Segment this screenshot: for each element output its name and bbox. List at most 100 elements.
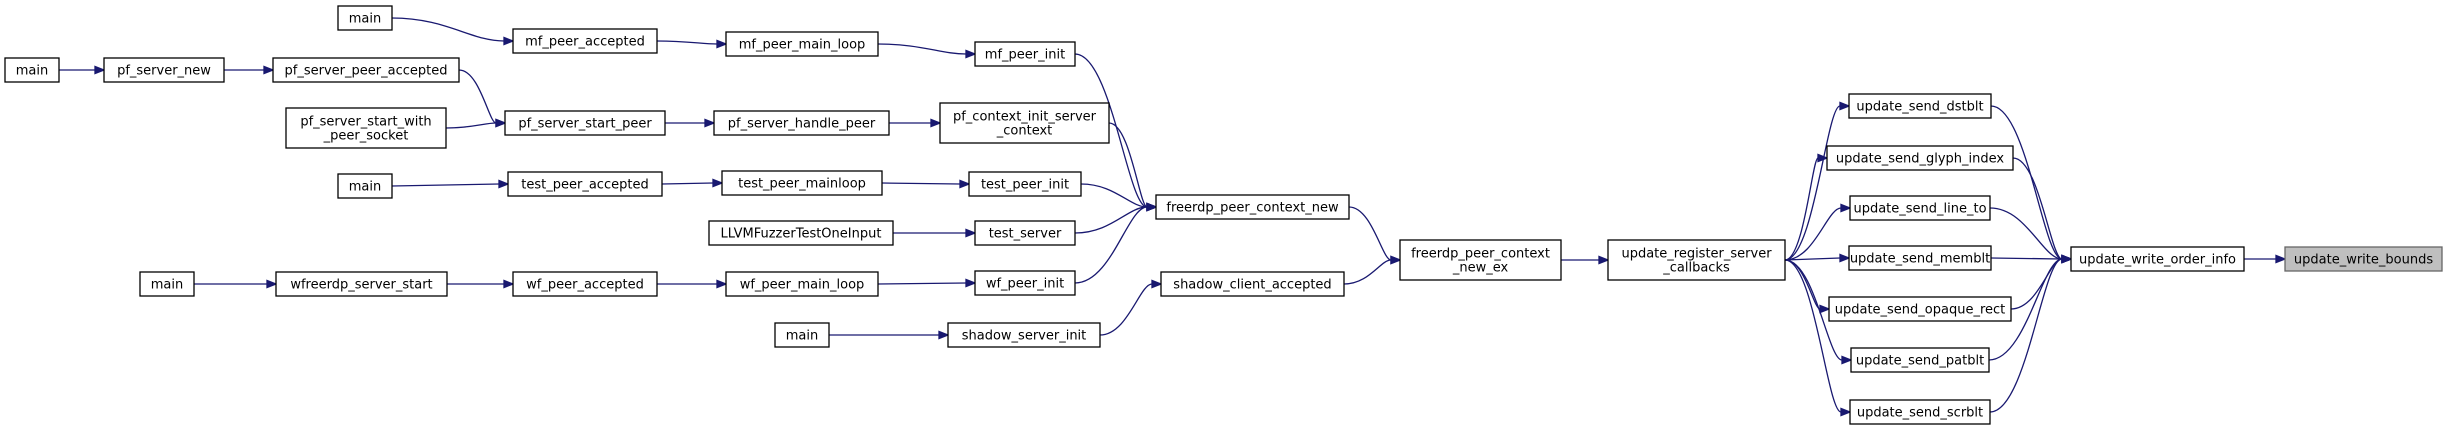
node-label: pf_server_start_peer [518,117,652,132]
node-main-test[interactable]: main [337,173,393,199]
node-update-send-memblt[interactable]: update_send_memblt [1848,245,1992,271]
edge-line [445,122,497,129]
edge-arrowhead [1598,255,1610,265]
edge-pf-server-start-with-peer-socket-to-pf-server-start-peer [445,118,507,129]
edge-line [1108,122,1148,208]
node-box [337,5,393,31]
edge-arrowhead [1839,101,1851,111]
node-label: mf_peer_init [985,48,1065,63]
edge-line [881,182,961,185]
node-label: update_write_order_info [2079,253,2236,268]
edge-line [1074,53,1148,208]
edge-wf-peer-init-to-freerdp-peer-context-new [1074,202,1158,284]
node-label: update_register_server [1621,247,1772,262]
node-test-peer-mainloop[interactable]: test_peer_mainloop [721,170,883,196]
node-pf-context-init-server-context[interactable]: pf_context_init_server_context [939,102,1110,144]
node-label: _callbacks [1662,261,1730,276]
node-box [103,57,225,83]
node-pf-server-start-with-peer-socket[interactable]: pf_server_start_with_peer_socket [285,107,447,149]
node-shadow-server-init[interactable]: shadow_server_init [947,322,1101,348]
node-label: update_send_dstblt [1856,100,1983,115]
node-test-server[interactable]: test_server [974,220,1076,246]
node-wfreerdp-server-start[interactable]: wfreerdp_server_start [275,271,448,297]
edge-line [1784,259,1843,361]
node-label: test_server [989,227,1062,242]
node-box [1848,245,1992,271]
edge-arrowhead [716,279,728,289]
node-test-peer-accepted[interactable]: test_peer_accepted [507,171,663,197]
edge-arrowhead [1840,407,1852,417]
edge-update-write-order-info-to-update-write-bounds [2244,254,2287,264]
node-box [1155,194,1350,220]
call-nodes: update_write_bounds update_write_order_in… [4,5,2443,425]
node-box [974,41,1076,67]
node-label: main [349,180,381,195]
node-update-write-bounds[interactable]: update_write_bounds [2284,246,2443,272]
node-update-send-glyph-index[interactable]: update_send_glyph_index [1826,145,2014,171]
edge-arrowhead [503,36,515,46]
node-box [939,102,1110,144]
edge-line [1989,258,2063,413]
node-mf-peer-accepted[interactable]: mf_peer_accepted [512,28,658,54]
node-label: wf_peer_main_loop [740,278,865,293]
node-main-shadow[interactable]: main [774,322,830,348]
node-pf-server-handle-peer[interactable]: pf_server_handle_peer [713,110,890,136]
node-shadow-client-accepted[interactable]: shadow_client_accepted [1160,271,1345,297]
node-update-send-dstblt[interactable]: update_send_dstblt [1848,93,1992,119]
node-label: _peer_socket [323,129,409,144]
edge-update-register-server-callbacks-to-update-send-line-to [1784,203,1852,261]
node-label: freerdp_peer_context_new [1166,201,1339,216]
node-mf-peer-init[interactable]: mf_peer_init [974,41,1076,67]
edge-line [1099,283,1153,336]
edge-arrowhead [503,279,515,289]
node-wf-peer-init[interactable]: wf_peer_init [974,270,1076,296]
node-pf-server-peer-accepted[interactable]: pf_server_peer_accepted [272,57,460,83]
node-label: wf_peer_init [986,277,1064,292]
node-box [139,271,195,297]
edge-update-send-scrblt-to-update-write-order-info [1989,254,2073,413]
edge-pf-server-handle-peer-to-pf-context-init-server-context [889,118,942,128]
node-label: _context [996,124,1053,139]
edge-arrowhead [498,179,510,189]
edge-freerdp-peer-context-new-to-freerdp-peer-context-new-ex [1348,206,1402,265]
edge-arrowhead [266,279,278,289]
node-update-send-line-to[interactable]: update_send_line_to [1849,195,1991,221]
node-pf-server-start-peer[interactable]: pf_server_start_peer [504,110,666,136]
edge-arrowhead [712,178,724,188]
node-update-send-scrblt[interactable]: update_send_scrblt [1849,399,1991,425]
node-freerdp-peer-context-new-ex[interactable]: freerdp_peer_context_new_ex [1399,239,1562,281]
node-main-wf[interactable]: main [139,271,195,297]
node-test-peer-init[interactable]: test_peer_init [968,171,1082,197]
node-llvm-fuzzer[interactable]: LLVMFuzzerTestOneInput [708,220,894,246]
node-box [974,270,1076,296]
node-mf-peer-main-loop[interactable]: mf_peer_main_loop [725,31,879,57]
node-update-send-patblt[interactable]: update_send_patblt [1850,347,1990,373]
node-pf-server-new[interactable]: pf_server_new [103,57,225,83]
node-main-pf[interactable]: main [4,57,60,83]
node-box [2070,246,2245,272]
edge-update-register-server-callbacks-to-update-send-glyph-index [1784,153,1829,261]
node-wf-peer-main-loop[interactable]: wf_peer_main_loop [725,271,879,297]
node-label: pf_server_peer_accepted [285,64,448,79]
edge-line [1784,157,1819,261]
node-label: pf_server_new [117,64,211,79]
node-label: wf_peer_accepted [526,278,644,293]
node-box [4,57,60,83]
edge-update-send-opaque-rect-to-update-write-order-info [2010,254,2073,310]
node-update-register-server-callbacks[interactable]: update_register_server_callbacks [1607,239,1786,281]
edge-line [1990,105,2063,260]
edge-line [1784,105,1841,261]
node-freerdp-peer-context-new[interactable]: freerdp_peer_context_new [1155,194,1350,220]
edge-mf-peer-accepted-to-mf-peer-main-loop [656,39,728,49]
node-box [774,322,830,348]
node-box [725,31,879,57]
node-box [1399,239,1562,281]
node-wf-peer-accepted[interactable]: wf_peer_accepted [512,271,658,297]
node-update-write-order-info[interactable]: update_write_order_info [2070,246,2245,272]
node-main-mf[interactable]: main [337,5,393,31]
node-box [1850,347,1990,373]
edge-update-send-dstblt-to-update-write-order-info [1990,105,2073,264]
node-label: pf_context_init_server [953,110,1097,125]
edge-arrowhead [716,39,728,49]
node-update-send-opaque-rect[interactable]: update_send_opaque_rect [1828,296,2012,322]
